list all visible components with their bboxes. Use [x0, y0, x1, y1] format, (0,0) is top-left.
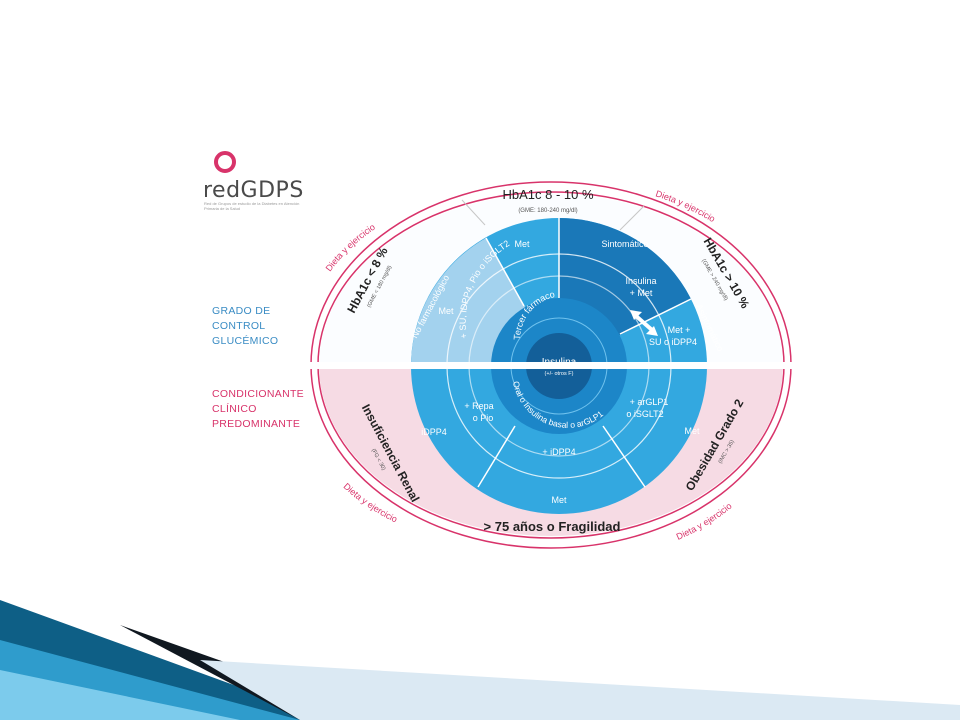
label-repa: + Repa — [464, 401, 493, 411]
label-met-bottom: Met — [551, 495, 567, 505]
label-plus-idpp4: + iDPP4 — [542, 447, 575, 457]
label-insulina: Insulina — [625, 276, 656, 286]
side-label-line: GRADO DE — [212, 305, 271, 317]
decorative-swoosh — [0, 600, 960, 720]
label-arglp1: + arGLP1 — [630, 397, 669, 407]
side-label-grado-control: GRADO DE CONTROL GLUCÉMICO — [212, 304, 278, 349]
side-label-line: CONDICIONANTE — [212, 388, 304, 400]
double-arrow-icon — [630, 310, 658, 336]
segment-title-fragilidad: > 75 años o Fragilidad — [484, 519, 621, 534]
label-su-idpp4: SU o iDPP4 — [649, 337, 697, 347]
side-label-line: PREDOMINANTE — [212, 418, 301, 430]
segment-title-hba1c-8-10: HbA1c 8 - 10 % — [502, 187, 593, 202]
label-insulina-center: Insulina — [542, 357, 577, 368]
label-met-plus: Met + — [668, 325, 691, 335]
divider-line — [619, 205, 645, 231]
radial-divider — [485, 237, 525, 307]
logo-name: redGDPS — [203, 178, 304, 203]
radial-divider — [477, 425, 516, 488]
side-label-line: CLÍNICO — [212, 403, 257, 415]
label-met-left: Met — [438, 306, 454, 316]
logo-tagline: Red de Grupos de estudio de la Diabetes … — [204, 201, 300, 211]
side-label-condicionante: CONDICIONANTE CLÍNICO PREDOMINANTE — [212, 387, 304, 432]
label-plus-met: + Met — [630, 288, 653, 298]
radial-divider — [619, 298, 692, 335]
segment-subtitle-hba1c-8-10: (GME: 180-240 mg/dl) — [518, 208, 577, 214]
divider-line — [461, 199, 486, 226]
label-isglt2: o iSGLT2 — [626, 409, 663, 419]
label-sintomatico: Sintomático — [601, 239, 648, 249]
horizontal-band — [305, 362, 795, 369]
label-o-pio: o Pio — [473, 413, 494, 423]
logo-ring-icon — [214, 151, 236, 173]
side-label-line: CONTROL — [212, 320, 266, 332]
label-met-right: Met — [684, 426, 700, 436]
label-insulina-center-sub: (+/- otros F) — [545, 371, 574, 377]
label-met-top: Met — [514, 239, 530, 249]
side-label-line: GLUCÉMICO — [212, 335, 279, 347]
radial-divider — [602, 425, 646, 488]
label-idpp4-left: iDPP4 — [421, 427, 447, 437]
